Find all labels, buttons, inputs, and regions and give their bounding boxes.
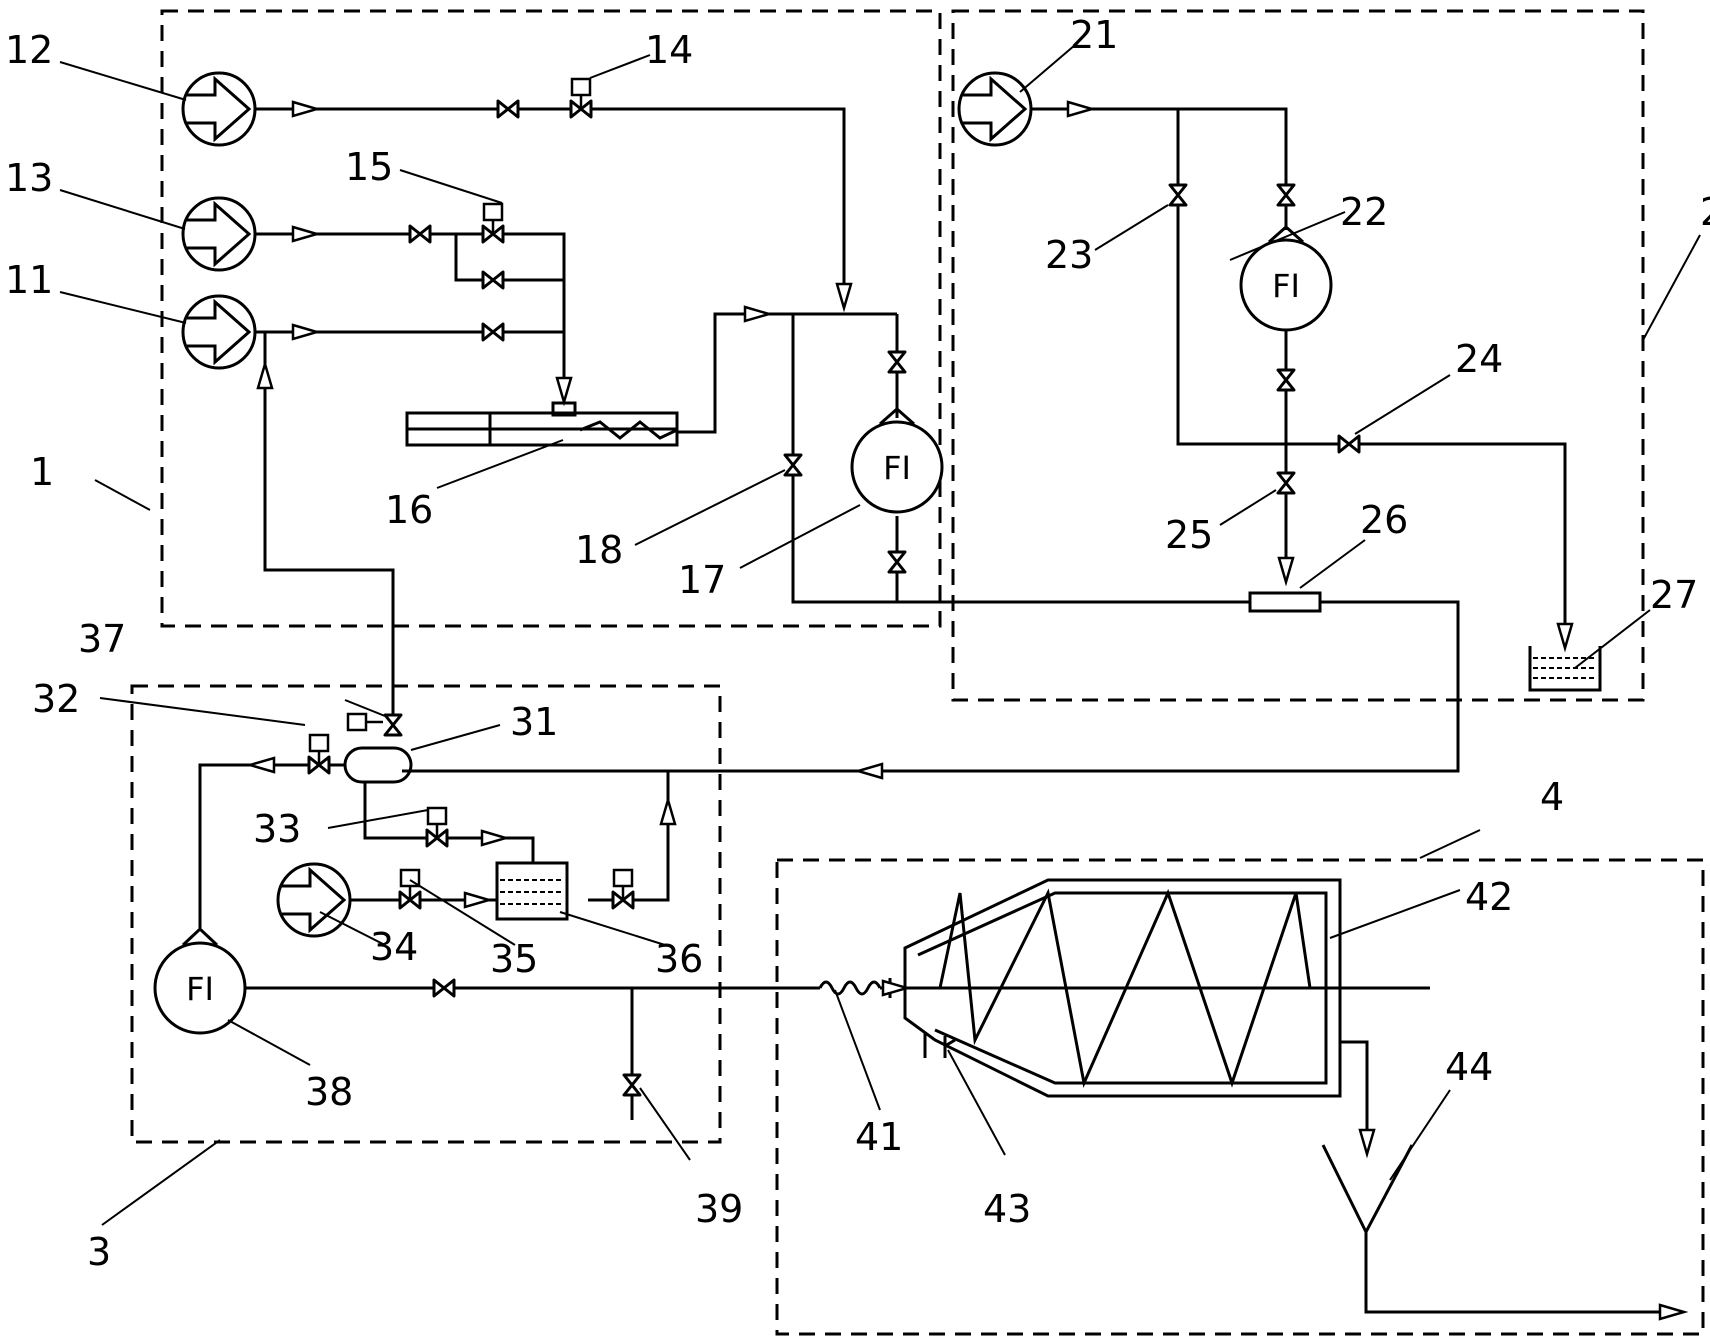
subsystem-4-boundary [775, 858, 1705, 1336]
flow-arrow [291, 100, 319, 118]
actuator-37 [346, 712, 368, 732]
valve [887, 550, 907, 574]
solenoid-valve-37 [383, 713, 403, 737]
subsystem-1-boundary [160, 9, 942, 628]
label-27: 27 [1650, 573, 1698, 617]
label-2: 2 [1700, 190, 1710, 234]
flow-arrow [248, 756, 276, 774]
blower-12 [181, 71, 257, 147]
flow-arrow [835, 282, 853, 310]
subsystem-1-piping [255, 107, 1250, 725]
flow-arrow [291, 225, 319, 243]
label-37: 37 [78, 617, 126, 661]
flow-meter-17: FI [850, 406, 944, 514]
valve-18 [783, 453, 803, 477]
flow-arrow [1556, 622, 1574, 650]
flow-meter-38-text: FI [186, 970, 214, 1008]
subsystem-2-boundary [951, 9, 1645, 702]
label-13: 13 [5, 156, 53, 200]
label-1: 1 [30, 450, 54, 494]
subsystem-3-boundary [130, 684, 722, 1144]
label-22: 22 [1340, 190, 1388, 234]
label-11: 11 [5, 258, 53, 302]
valve-23 [1168, 183, 1188, 207]
label-33: 33 [253, 807, 301, 851]
valve-39 [622, 1073, 642, 1097]
valve [481, 270, 505, 290]
blower-21 [957, 71, 1033, 147]
component-labels: 12 13 11 1 14 15 16 18 17 21 22 23 2 24 … [5, 13, 1710, 1274]
label-18: 18 [575, 528, 623, 572]
valve [887, 350, 907, 374]
leader-lines [59, 44, 1701, 1226]
flow-meter-17-text: FI [883, 449, 911, 487]
label-31: 31 [510, 700, 558, 744]
blower-13 [181, 196, 257, 272]
flow-arrow [1658, 1303, 1686, 1321]
label-17: 17 [678, 558, 726, 602]
flow-meter-22: FI [1239, 224, 1333, 332]
label-32: 32 [32, 677, 80, 721]
label-39: 39 [695, 1187, 743, 1231]
label-3: 3 [87, 1230, 111, 1274]
valve [1276, 183, 1296, 207]
blower-11 [181, 294, 257, 370]
valve [1276, 368, 1296, 392]
valve-25 [1276, 471, 1296, 495]
flow-arrow [743, 305, 771, 323]
label-36: 36 [655, 937, 703, 981]
blower-34 [276, 862, 352, 938]
valve-24 [1337, 434, 1361, 454]
flow-arrow [1277, 556, 1295, 584]
label-41: 41 [855, 1115, 903, 1159]
subsystem-4-kiln [818, 878, 1686, 1321]
flow-arrow [1358, 1128, 1376, 1156]
subsystem-3-piping [198, 746, 820, 1120]
label-38: 38 [305, 1070, 353, 1114]
flow-arrow [291, 323, 319, 341]
label-44: 44 [1445, 1045, 1493, 1089]
label-26: 26 [1360, 498, 1408, 542]
label-25: 25 [1165, 513, 1213, 557]
flow-meter-38: FI [153, 926, 247, 1035]
label-15: 15 [345, 145, 393, 189]
flow-arrow [555, 376, 573, 404]
label-42: 42 [1465, 875, 1513, 919]
flow-arrow [480, 829, 508, 847]
flow-arrow [1066, 100, 1094, 118]
label-12: 12 [5, 28, 53, 72]
flow-arrow [881, 979, 909, 997]
valve [432, 978, 456, 998]
label-43: 43 [983, 1187, 1031, 1231]
flow-meter-22-text: FI [1272, 267, 1300, 305]
valve [408, 224, 432, 244]
label-4: 4 [1540, 775, 1564, 819]
subsystem-2-piping [402, 107, 1567, 773]
label-16: 16 [385, 488, 433, 532]
label-35: 35 [490, 937, 538, 981]
flow-arrow [256, 362, 274, 390]
label-23: 23 [1045, 233, 1093, 277]
flow-arrow [659, 798, 677, 826]
flow-arrow [856, 762, 884, 780]
valve [496, 99, 520, 119]
flow-arrow [463, 891, 491, 909]
valve [481, 322, 505, 342]
label-14: 14 [645, 28, 693, 72]
label-34: 34 [370, 925, 418, 969]
label-24: 24 [1455, 337, 1503, 381]
water-tank-27 [1528, 646, 1602, 692]
label-21: 21 [1070, 13, 1118, 57]
